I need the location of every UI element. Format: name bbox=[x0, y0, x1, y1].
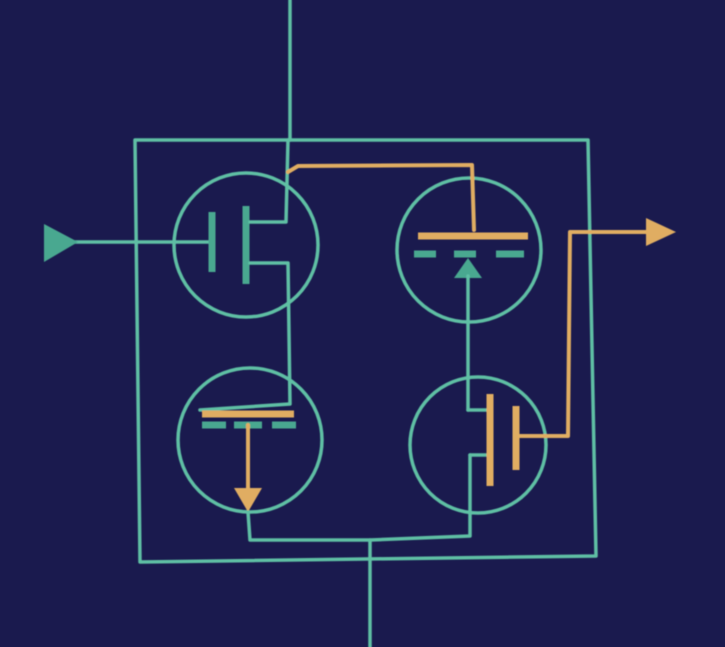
transistor-top-left bbox=[172, 171, 320, 319]
pull-up-wire bbox=[286, 163, 476, 232]
outer-frame bbox=[133, 138, 598, 564]
tr-up-arrow-icon bbox=[454, 258, 482, 278]
bl-down-arrow-icon bbox=[234, 488, 262, 512]
tl-drain-wire bbox=[248, 138, 290, 224]
transistor-bottom-left bbox=[176, 366, 324, 514]
transistor-bottom-right bbox=[408, 375, 548, 515]
bottom-return-wire bbox=[246, 453, 472, 542]
input-arrow-icon bbox=[44, 224, 78, 262]
output-wire bbox=[518, 230, 650, 438]
tl-source-wire bbox=[198, 261, 292, 412]
output-arrow-icon bbox=[646, 218, 676, 246]
